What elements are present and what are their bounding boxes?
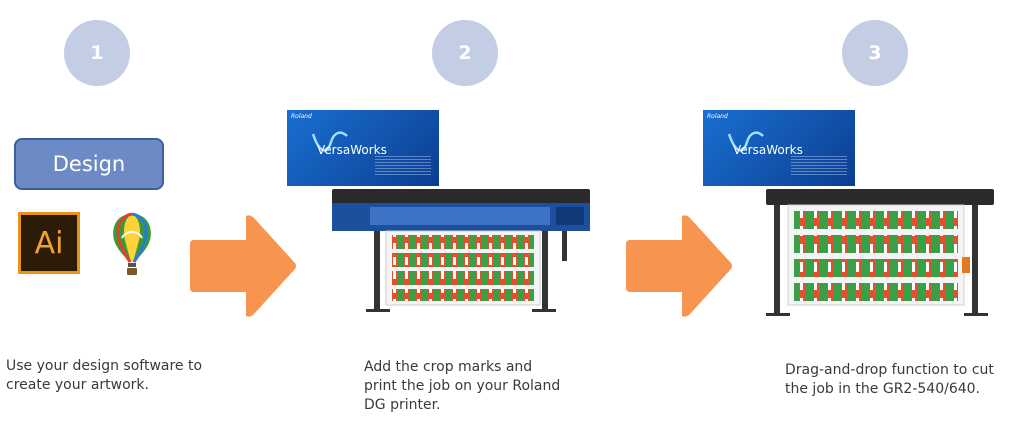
arrow-shape [190, 215, 296, 317]
versaworks-logo-icon [311, 131, 348, 152]
versaworks-title: VersaWorks [317, 143, 387, 157]
printed-stickers [392, 235, 534, 301]
roland-logo: Roland [707, 113, 728, 120]
roland-printer-illustration [332, 189, 590, 312]
roland-logo: Roland [291, 113, 312, 120]
screen-text-block [791, 156, 847, 176]
step-3-caption: Drag-and-drop function to cut the job in… [785, 362, 994, 397]
gr2-cutter-illustration [766, 189, 994, 316]
screen-text-block [375, 156, 431, 176]
design-label-box: Design [14, 138, 164, 190]
versaworks-logo-icon [727, 131, 764, 152]
step-2-caption: Add the crop marks and print the job on … [364, 359, 561, 413]
arrow-1-to-2 [190, 215, 296, 317]
cut-stickers [794, 211, 958, 301]
step-3-number: 3 [842, 20, 908, 86]
versaworks-screen-step-2: Roland VersaWorks [287, 110, 439, 186]
versaworks-screen-step-3: Roland VersaWorks [703, 110, 855, 186]
coreldraw-balloon-icon [113, 212, 151, 275]
step-1-caption: Use your design software to create your … [6, 358, 203, 393]
step-1-number: 1 [64, 20, 130, 86]
step-2-number: 2 [432, 20, 498, 86]
arrow-2-to-3 [626, 215, 732, 317]
adobe-illustrator-icon: Ai [18, 212, 80, 274]
arrow-shape [626, 215, 732, 317]
versaworks-title: VersaWorks [733, 143, 803, 157]
